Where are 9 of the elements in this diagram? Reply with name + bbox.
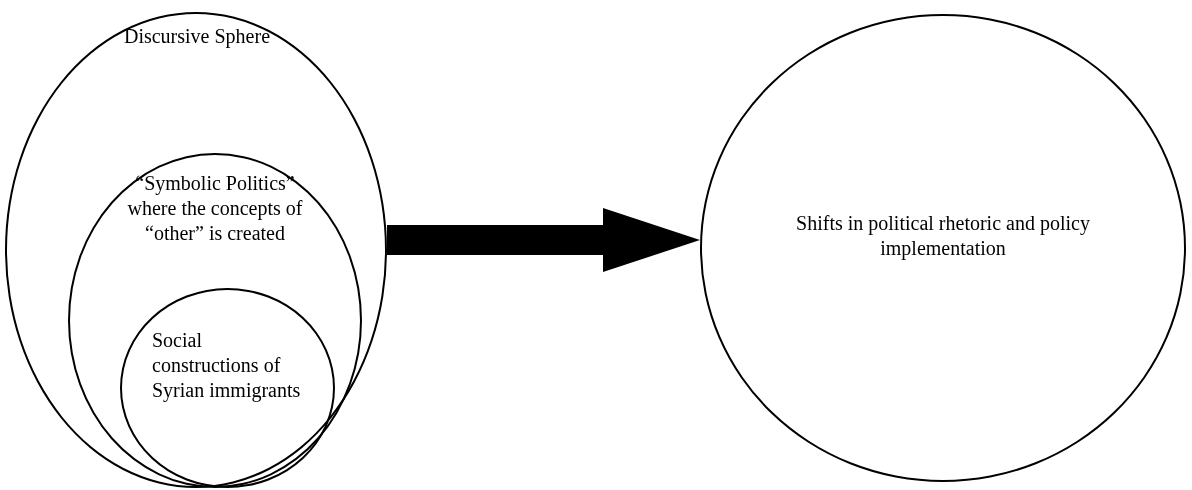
circle <box>68 153 362 488</box>
circle <box>5 12 387 488</box>
circle-label: Social constructions of Syrian immigrants <box>152 328 302 403</box>
circle <box>120 288 335 488</box>
circle-label: Discursive Sphere <box>122 24 272 49</box>
block-arrow <box>387 208 700 272</box>
circle <box>700 14 1186 482</box>
circle-label: “Symbolic Politics” where the concepts of “other” is created <box>126 171 304 246</box>
circle-label: Shifts in political rhetoric and policy implementation <box>795 211 1091 261</box>
